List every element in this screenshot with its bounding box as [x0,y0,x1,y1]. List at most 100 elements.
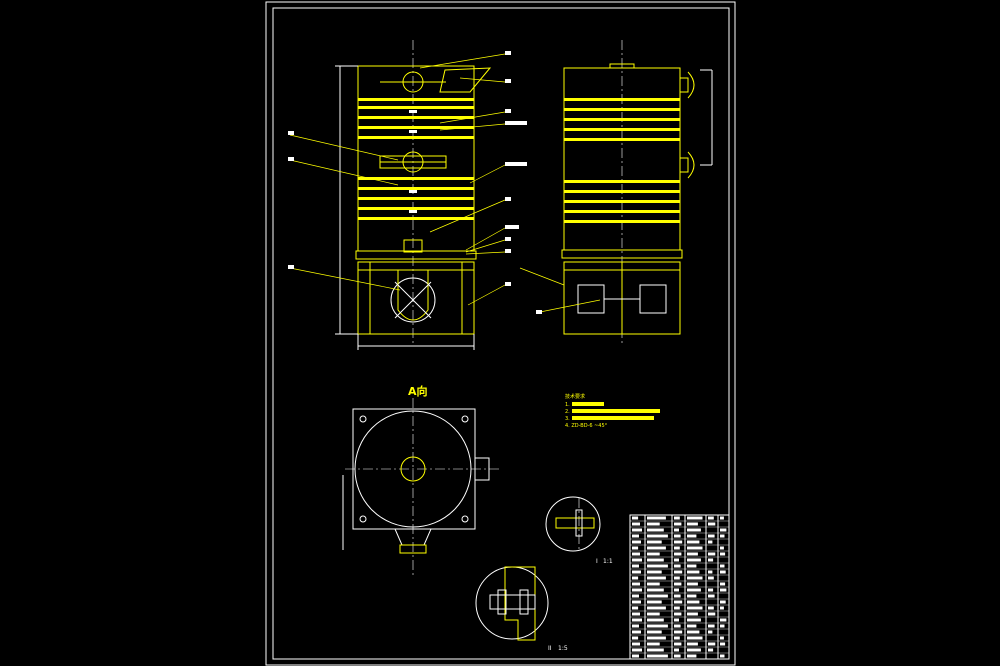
parts-list-cell-text [720,546,724,550]
parts-list-cell-text [632,570,641,574]
parts-list-cell-text [632,588,642,592]
parts-list [629,514,730,660]
a-direction-view: A向 [342,384,500,575]
side-view [519,40,713,345]
parts-list-cell-text [720,606,724,610]
parts-list-cell-text [674,546,680,550]
parts-list-cell-text [687,540,700,544]
parts-list-cell-text [632,540,641,544]
parts-list-cell-text [720,588,727,592]
parts-list-cell-text [720,600,726,604]
parts-list-cell-text [647,600,662,604]
parts-list-cell-text [647,642,660,646]
front-view-leaders [289,53,506,306]
parts-list-cell-text [708,540,713,544]
parts-list-cell-text [647,648,664,652]
parts-list-cell-text [708,606,714,610]
parts-list-cell-text [674,630,683,634]
parts-list-cell-text [647,636,666,640]
parts-list-cell-text [687,516,703,520]
parts-list-cell-text [674,642,682,646]
parts-list-cell-text [632,648,642,652]
parts-list-cell-text [632,624,639,628]
parts-list-cell-text [647,528,664,532]
parts-list-cell-text [708,588,714,592]
parts-list-cell-text [687,630,700,634]
parts-list-cell-text [674,534,681,538]
parts-list-cell-text [632,600,641,604]
parts-list-cell-text [647,654,668,658]
parts-list-cell-text [674,558,679,562]
parts-list-cell-text [687,612,698,616]
front-view-bands [358,98,474,220]
parts-list-cell-text [674,564,681,568]
detail-i: I 1:1 [545,496,613,565]
parts-list-cell-text [687,558,701,562]
parts-list-cell-text [674,594,681,598]
detail-i-label: I [596,558,598,565]
parts-list-cell-text [674,600,683,604]
front-view-markers [409,110,417,213]
drawing-frame [265,1,736,666]
parts-list-cell-text [647,534,668,538]
parts-list-cell-text [647,588,664,592]
parts-list-cell-text [632,576,639,580]
parts-list-cell-text [720,642,726,646]
parts-list-cell-text [720,528,727,532]
parts-list-cell-text [720,534,725,538]
parts-list-cell-text [632,564,639,568]
parts-list-cell-text [674,552,682,556]
parts-list-cell-text [632,636,639,640]
parts-list-cell-text [708,612,716,616]
parts-list-cell-text [674,540,683,544]
parts-list-cell-text [687,546,703,550]
parts-list-cell-text [647,522,660,526]
parts-list-cell-text [708,534,715,538]
parts-list-cell-text [647,612,660,616]
parts-list-cell-text [720,636,724,640]
notes-title: 技术要求 [565,393,585,400]
note-2: 2. [565,409,570,415]
parts-list-cell-text [720,552,726,556]
parts-list-cell-text [632,516,639,520]
parts-list-cell-text [687,528,701,532]
parts-list-cell-text [687,600,700,604]
parts-list-cell-text [687,624,697,628]
detail-ii: II 1:5 [475,566,568,652]
parts-list-cell-text [687,642,698,646]
parts-list-cell-text [687,564,697,568]
parts-list-cells [632,516,727,658]
parts-list-cell-text [674,528,679,532]
parts-list-cell-text [708,576,714,580]
parts-list-cell-text [708,630,713,634]
parts-list-cell-text [632,618,642,622]
parts-list-cell-text [674,624,681,628]
parts-list-cell-text [647,630,662,634]
parts-list-cell-text [632,534,639,538]
parts-list-cell-text [687,648,701,652]
parts-list-cell-text [647,594,668,598]
parts-list-cell-text [632,654,639,658]
parts-list-cell-text [632,630,641,634]
parts-list-cell-text [647,624,668,628]
parts-list-cell-text [674,522,682,526]
parts-list-cell-text [720,618,727,622]
parts-list-cell-text [674,582,682,586]
parts-list-cell-text [687,594,697,598]
parts-list-cell-text [708,558,714,562]
parts-list-rows [630,520,729,654]
parts-list-cell-text [720,564,725,568]
parts-list-cell-text [687,582,698,586]
parts-list-cell-text [674,612,682,616]
parts-list-cell-text [632,522,640,526]
parts-list-cell-text [647,570,662,574]
detail-ii-label: II [548,645,552,652]
parts-list-cell-text [674,654,681,658]
parts-list-cell-text [687,618,701,622]
parts-list-cell-text [687,570,700,574]
parts-list-cell-text [647,606,666,610]
parts-list-cell-text [720,582,726,586]
parts-list-cell-text [720,516,724,520]
technical-notes: 技术要求 1. 2. 3. 4. ZD-BD-6 ~45° [565,393,660,429]
